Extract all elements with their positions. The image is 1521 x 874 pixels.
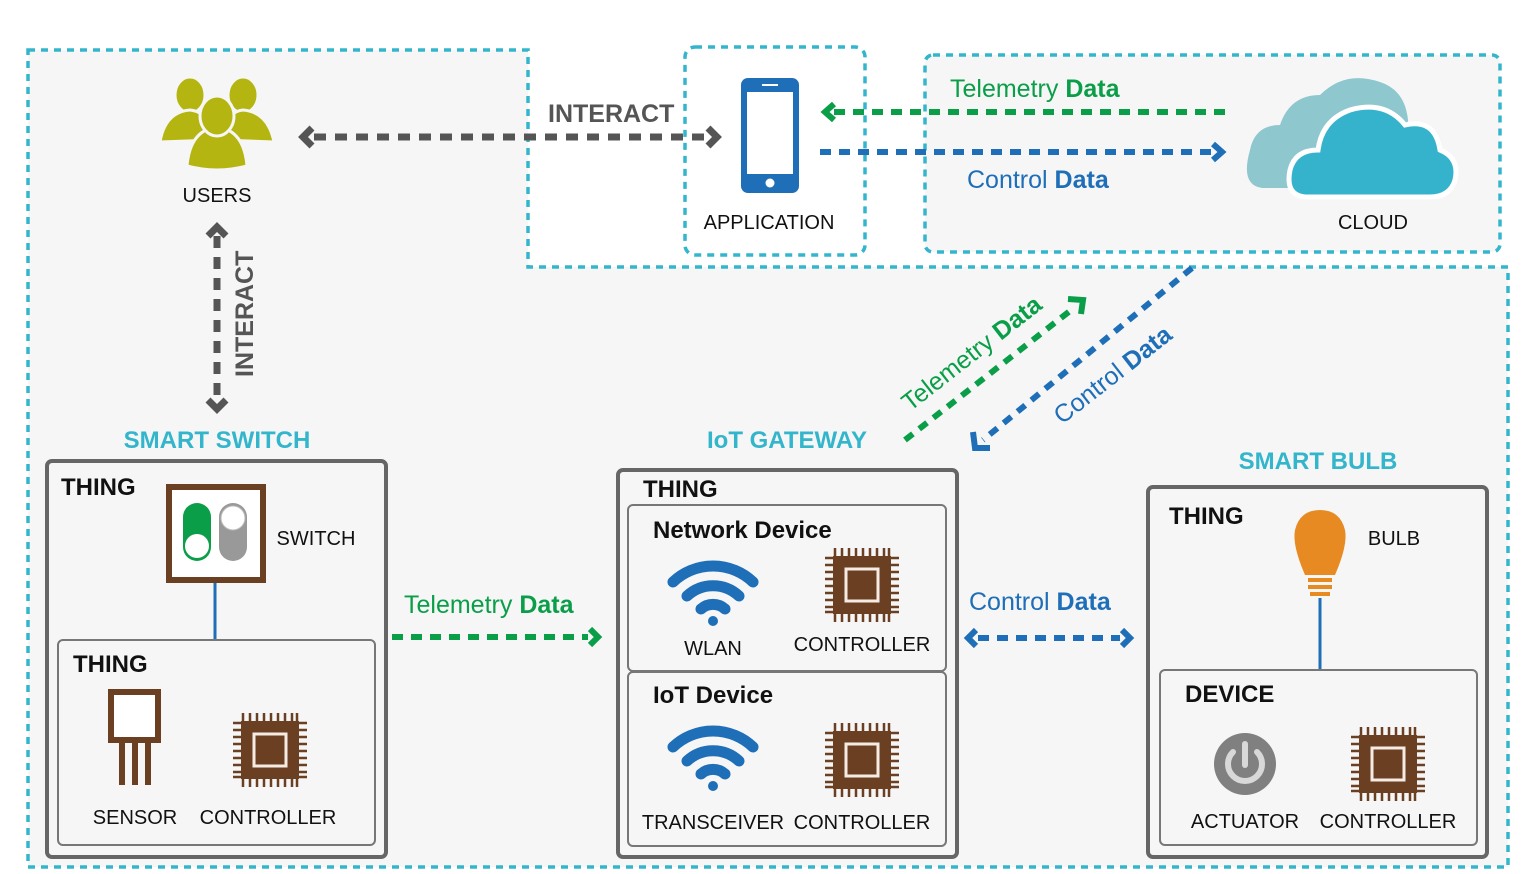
- interact-arrow-vertical: [205, 222, 229, 414]
- iot-device-title: IoT Device: [653, 682, 773, 709]
- control-arrow-top: [820, 141, 1227, 163]
- users-icon: [158, 75, 276, 172]
- control-label-top: Control Data: [967, 166, 1110, 194]
- switch-controller-label: CONTROLLER: [200, 807, 337, 829]
- power-icon: [1214, 733, 1276, 795]
- network-controller-label: CONTROLLER: [794, 634, 931, 656]
- gateway-thing-label: THING: [643, 476, 718, 503]
- control-label-middle: Control Data: [969, 588, 1112, 616]
- telemetry-label-top: Telemetry Data: [950, 75, 1121, 103]
- bulb-device-title: DEVICE: [1185, 681, 1274, 708]
- switch-label: SWITCH: [277, 528, 356, 550]
- smart-bulb-thing-label: THING: [1169, 503, 1244, 530]
- controller-chip-icon: [1349, 725, 1427, 803]
- bulb-device-box: [1159, 669, 1478, 846]
- smart-bulb-title: SMART BULB: [1239, 448, 1398, 475]
- control-arrow-middle: [963, 627, 1135, 649]
- iot-device-box: [627, 671, 947, 847]
- actuator-label: ACTUATOR: [1191, 811, 1299, 833]
- telemetry-arrow-diagonal: [903, 296, 1087, 443]
- controller-chip-icon: [823, 721, 901, 799]
- users-label: USERS: [183, 185, 252, 207]
- smart-switch-title: SMART SWITCH: [124, 427, 311, 454]
- network-device-title: Network Device: [653, 517, 832, 544]
- control-arrow-diagonal: [970, 265, 1194, 451]
- cloud-label: CLOUD: [1338, 212, 1408, 234]
- bulb-controller-label: CONTROLLER: [1320, 811, 1457, 833]
- smart-switch-inner-thing-label: THING: [73, 651, 148, 678]
- transceiver-label: TRANSCEIVER: [642, 812, 784, 834]
- telemetry-arrow-top: [820, 101, 1226, 123]
- telemetry-arrow-middle: [392, 626, 603, 648]
- application-label: APPLICATION: [704, 212, 835, 234]
- controller-chip-icon: [231, 711, 309, 789]
- interact-arrow-horizontal: [298, 125, 722, 149]
- gateway-title: IoT GATEWAY: [707, 427, 867, 454]
- wlan-label: WLAN: [684, 638, 742, 660]
- sensor-icon: [108, 689, 161, 785]
- home-region: [26, 48, 1510, 869]
- switch-icon: [166, 484, 266, 583]
- sensor-label: SENSOR: [93, 807, 177, 829]
- smartphone-icon: [741, 78, 799, 193]
- bulb-icon: [1294, 510, 1346, 596]
- interact-label-horizontal: INTERACT: [548, 100, 674, 128]
- controller-chip-icon: [823, 546, 901, 624]
- smart-switch-thing-label: THING: [61, 474, 136, 501]
- iot-controller-label: CONTROLLER: [794, 812, 931, 834]
- telemetry-label-middle: Telemetry Data: [404, 591, 575, 619]
- cloud-icon: [1246, 78, 1459, 200]
- interact-label-vertical: INTERACT: [231, 251, 259, 377]
- bulb-label: BULB: [1368, 528, 1420, 550]
